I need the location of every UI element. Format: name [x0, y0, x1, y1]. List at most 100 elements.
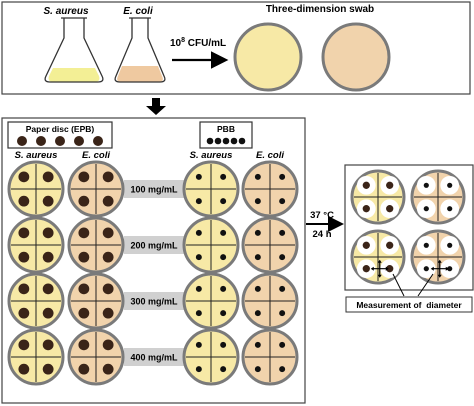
paper-disc	[18, 227, 30, 239]
paper-disc	[386, 205, 394, 213]
pbb-sample	[254, 173, 261, 180]
paper-disc	[78, 195, 90, 207]
paper-disc	[18, 339, 30, 351]
pbb-sample	[195, 229, 202, 236]
plate-epb-e-coli	[67, 160, 125, 218]
pbb-sample	[195, 254, 202, 261]
paper-disc	[102, 227, 114, 239]
plate-pbb-e-coli	[241, 328, 299, 386]
result-plate-epb-measured	[350, 229, 406, 285]
result-plate-pbb	[410, 169, 466, 225]
concentration-band	[124, 236, 184, 254]
concentration-label: 300 mg/mL	[130, 297, 178, 307]
paper-disc	[18, 195, 30, 207]
result-grid	[350, 169, 466, 285]
measurement-pointer-1	[392, 273, 405, 297]
paper-disc	[78, 251, 90, 263]
legend-pbb-dot	[222, 137, 230, 145]
concentration-band	[124, 180, 184, 198]
measurement-label: Measurement of diameter	[356, 300, 462, 310]
paper-disc	[362, 181, 370, 189]
pbb-sample	[279, 285, 286, 292]
paper-disc	[18, 171, 30, 183]
plate-epb-e-coli	[67, 216, 125, 274]
paper-disc	[102, 251, 114, 263]
flask-s-aureus-liquid	[48, 68, 100, 82]
measurement-box	[345, 296, 473, 313]
pbb-sample	[279, 310, 286, 317]
paper-disc	[386, 241, 394, 249]
pbb-sample	[195, 366, 202, 373]
pbb-sample	[254, 229, 261, 236]
pbb-sample	[220, 341, 227, 348]
pbb-sample	[447, 206, 453, 212]
paper-disc	[102, 339, 114, 351]
plate-epb-e-coli	[67, 328, 125, 386]
paper-disc	[386, 265, 394, 273]
plate-epb-s-aureus	[7, 328, 65, 386]
pbb-sample	[220, 366, 227, 373]
pbb-sample	[254, 285, 261, 292]
paper-disc	[42, 363, 54, 375]
paper-disc	[42, 195, 54, 207]
paper-disc	[42, 339, 54, 351]
flask1-label: S. aureus	[43, 6, 88, 17]
concentration-label: 200 mg/mL	[130, 241, 178, 251]
paper-disc	[42, 227, 54, 239]
pbb-sample	[254, 198, 261, 205]
pbb-sample	[279, 254, 286, 261]
legend-pbb-dot	[214, 137, 222, 145]
col-header-left-e-coli: E. coli	[82, 150, 110, 161]
concentration-band	[124, 292, 184, 310]
incubation-time: 24 h	[312, 229, 331, 240]
paper-disc	[42, 171, 54, 183]
paper-disc	[18, 283, 30, 295]
pbb-sample	[279, 341, 286, 348]
flask-e-coli-liquid	[117, 66, 163, 82]
flask-e-coli	[114, 17, 166, 83]
down-arrow	[146, 98, 166, 115]
paper-disc	[78, 283, 90, 295]
legend-paper-disc-dot	[74, 136, 84, 146]
legend-paper-disc-label: Paper disc (EPB)	[26, 124, 95, 134]
paper-disc	[78, 171, 90, 183]
paper-disc	[78, 363, 90, 375]
pbb-sample	[423, 242, 429, 248]
pbb-sample	[279, 173, 286, 180]
swab-title: Three-dimension swab	[266, 4, 374, 15]
result-plate-pbb-measured	[410, 229, 466, 285]
pbb-sample	[220, 310, 227, 317]
paper-disc	[18, 251, 30, 263]
plate-epb-s-aureus	[7, 272, 65, 330]
paper-disc	[78, 339, 90, 351]
swab-plate-s-aureus	[233, 22, 303, 92]
paper-disc	[102, 283, 114, 295]
pbb-sample	[195, 173, 202, 180]
result-plate-epb	[350, 169, 406, 225]
pbb-sample	[254, 366, 261, 373]
paper-disc	[362, 241, 370, 249]
paper-disc	[78, 307, 90, 319]
pbb-sample	[195, 341, 202, 348]
col-header-left-s-aureus: S. aureus	[15, 150, 58, 161]
pbb-sample	[220, 173, 227, 180]
plate-pbb-s-aureus	[182, 328, 240, 386]
pbb-sample	[279, 198, 286, 205]
legend-pbb-dot	[230, 137, 238, 145]
incubation-temperature: 37 °C	[310, 210, 334, 221]
paper-disc	[386, 181, 394, 189]
paper-disc	[362, 265, 370, 273]
paper-disc	[362, 205, 370, 213]
plate-pbb-s-aureus	[182, 160, 240, 218]
paper-disc	[102, 363, 114, 375]
legend-pbb: PBB	[199, 121, 253, 149]
legend-paper-disc-dot	[93, 136, 103, 146]
plate-pbb-s-aureus	[182, 272, 240, 330]
legend-pbb-label: PBB	[217, 124, 235, 134]
legend-pbb-dot	[238, 137, 246, 145]
pbb-sample	[423, 266, 429, 272]
col-header-right-s-aureus: S. aureus	[190, 150, 233, 161]
flask2-label: E. coli	[123, 6, 153, 17]
